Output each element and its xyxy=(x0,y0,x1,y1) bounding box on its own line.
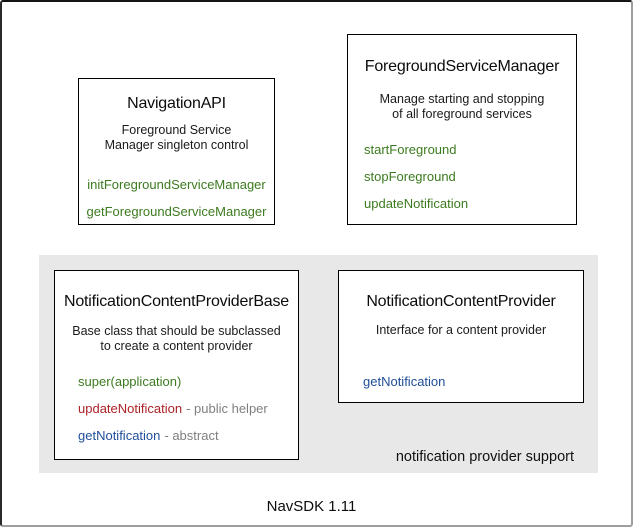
sdk-version-caption: NavSDK 1.11 xyxy=(266,498,357,515)
region-label: notification provider support xyxy=(395,449,574,465)
method-getNotification-name: getNotification xyxy=(78,428,161,443)
method-updateNotification: updateNotification xyxy=(364,196,469,211)
foreground-service-manager-title: ForegroundServiceManager xyxy=(364,58,560,75)
method-initForegroundServiceManager: initForegroundServiceManager xyxy=(87,177,266,192)
class-box-notification-content-provider-base: NotificationContentProviderBase Base cla… xyxy=(54,270,299,460)
method-super-application-name: super(application) xyxy=(78,374,182,389)
foreground-service-manager-description: Manage starting and stopping of all fore… xyxy=(379,92,545,121)
method-getNotification-interface: getNotification xyxy=(363,374,446,389)
class-box-notification-content-provider: NotificationContentProvider Interface fo… xyxy=(338,270,584,403)
method-updateNotification-name: updateNotification xyxy=(78,401,183,416)
method-updateNotification-suffix: - public helper xyxy=(186,401,268,416)
notification-content-provider-title: NotificationContentProvider xyxy=(366,293,556,310)
class-box-foreground-service-manager: ForegroundServiceManager Manage starting… xyxy=(347,34,577,225)
notification-content-provider-base-title: NotificationContentProviderBase xyxy=(63,293,290,310)
method-getForegroundServiceManager: getForegroundServiceManager xyxy=(86,204,267,219)
method-startForeground: startForeground xyxy=(364,142,457,157)
navigation-api-description: Foreground Service Manager singleton con… xyxy=(104,123,249,152)
notification-content-provider-description: Interface for a content provider xyxy=(375,323,547,337)
class-box-navigation-api: NavigationAPI Foreground Service Manager… xyxy=(78,78,275,225)
notification-content-provider-base-description: Base class that should be subclassed to … xyxy=(72,324,281,353)
method-super-application: super(application) xyxy=(55,374,298,390)
navigation-api-title: NavigationAPI xyxy=(127,95,226,112)
method-getNotification-abstract: getNotification- abstract xyxy=(55,428,298,444)
method-getNotification-suffix: - abstract xyxy=(164,428,219,443)
method-updateNotification-helper: updateNotification- public helper xyxy=(55,401,298,417)
method-stopForeground: stopForeground xyxy=(364,169,456,184)
